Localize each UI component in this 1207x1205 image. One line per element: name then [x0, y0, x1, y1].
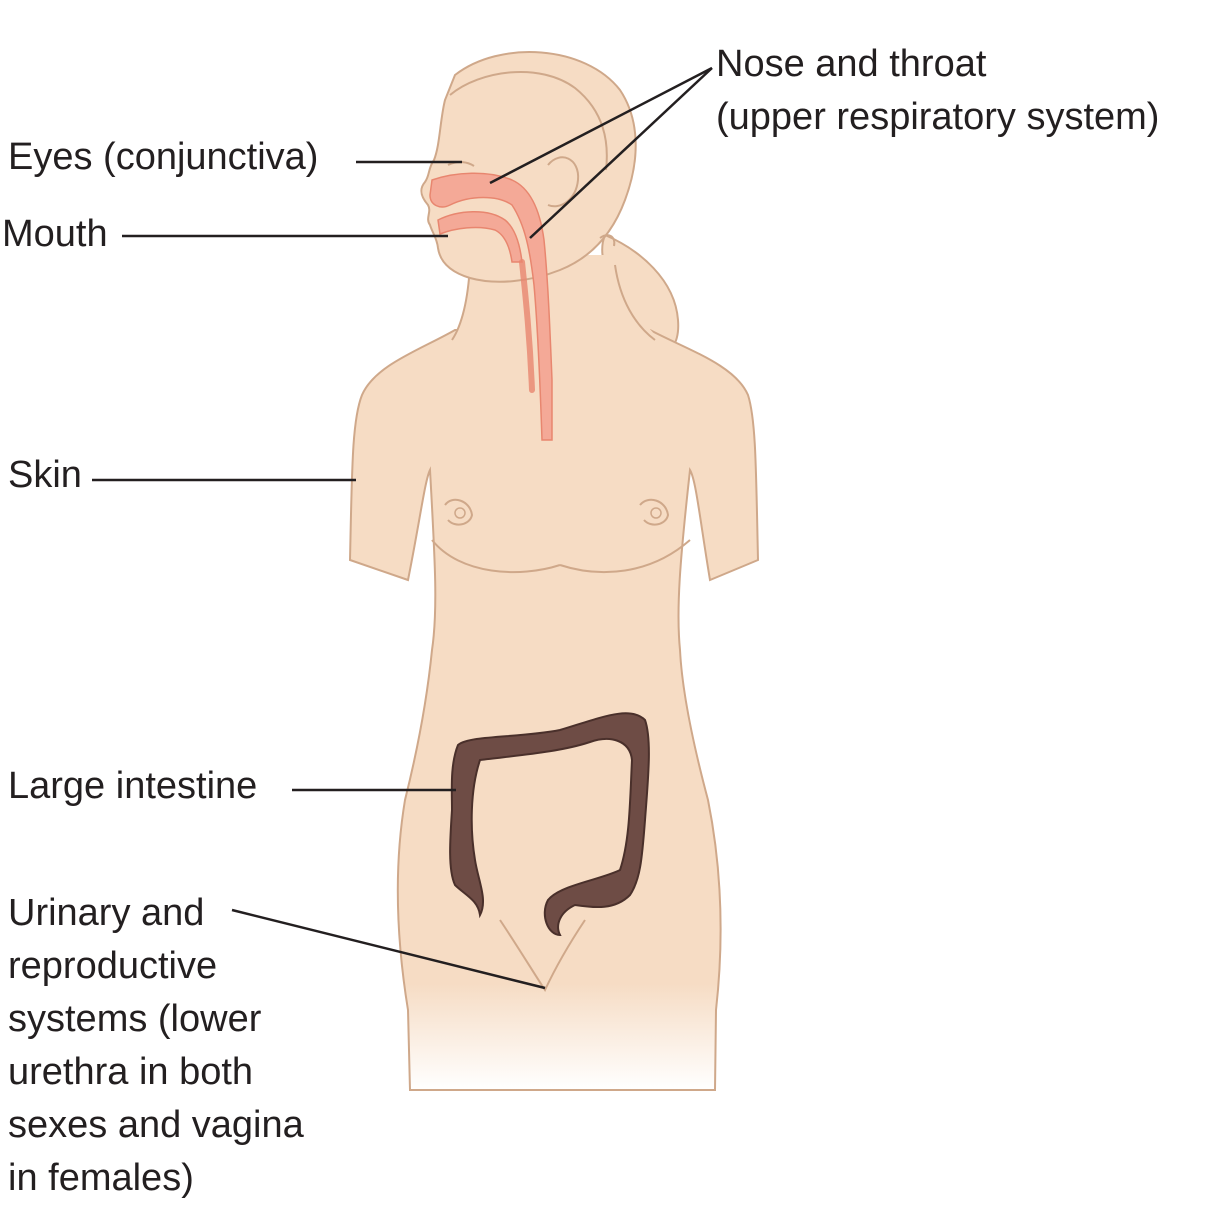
label-nose-line-1: Nose and throat [716, 43, 987, 85]
torso [348, 329, 760, 1091]
label-eyes: Eyes (conjunctiva) [8, 136, 319, 178]
leader-urinary [231, 908, 546, 990]
label-urinary-line-6: in females) [8, 1157, 194, 1199]
label-urinary-reproductive: Urinary and reproductive systems (lower … [8, 887, 304, 1205]
label-nose-line-2: (upper respiratory system) [716, 96, 1160, 138]
label-skin: Skin [8, 454, 82, 496]
label-mouth: Mouth [2, 213, 108, 255]
label-urinary-line-4: urethra in both [8, 1051, 254, 1093]
label-urinary-line-2: reproductive [8, 945, 218, 987]
leader-throat [529, 67, 713, 239]
large-intestine [449, 712, 650, 937]
label-urinary-line-3: systems (lower [8, 998, 262, 1040]
label-large-intestine: Large intestine [8, 765, 258, 807]
airway [429, 172, 553, 441]
leader-lines [92, 66, 713, 990]
label-nose-and-throat: Nose and throat (upper respiratory syste… [716, 38, 1159, 144]
leader-nose [489, 66, 713, 185]
label-urinary-line-1: Urinary and [8, 892, 205, 934]
label-urinary-line-5: sexes and vagina [8, 1104, 304, 1146]
